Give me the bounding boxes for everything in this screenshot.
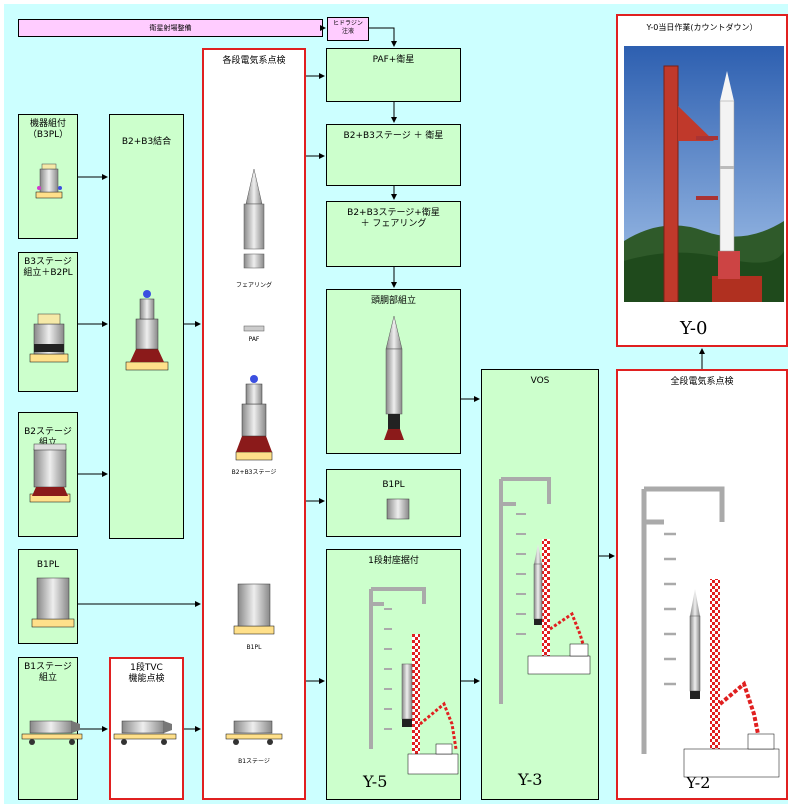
nose-rocket-icon bbox=[384, 316, 404, 440]
launcher-y2-icon bbox=[644, 489, 779, 777]
b2b3-joined-icon bbox=[126, 290, 168, 370]
diagram-graphics bbox=[4, 4, 788, 804]
b1pl-elec-icon bbox=[234, 584, 274, 634]
launcher-y3-icon bbox=[501, 479, 590, 704]
launcher-y5-icon bbox=[371, 589, 458, 774]
b2-stage-icon bbox=[30, 444, 70, 502]
b1-stage-elec-icon bbox=[226, 721, 282, 745]
b1pl-mid-icon bbox=[387, 499, 409, 519]
b1pl-left-icon bbox=[32, 578, 74, 627]
flow-diagram: 衛星射場整備 ヒドラジン 注液 機器組付 （B3PL） B3ステージ 組立＋B2… bbox=[4, 4, 788, 804]
b1-stage-horizontal-icon bbox=[22, 721, 82, 745]
tvc-stage-horizontal-icon bbox=[114, 721, 176, 745]
b3-stage-icon bbox=[30, 314, 68, 362]
fairing-icon bbox=[244, 169, 264, 331]
b3pl-stage-icon bbox=[36, 164, 62, 198]
b2b3-elec-icon bbox=[236, 375, 272, 460]
